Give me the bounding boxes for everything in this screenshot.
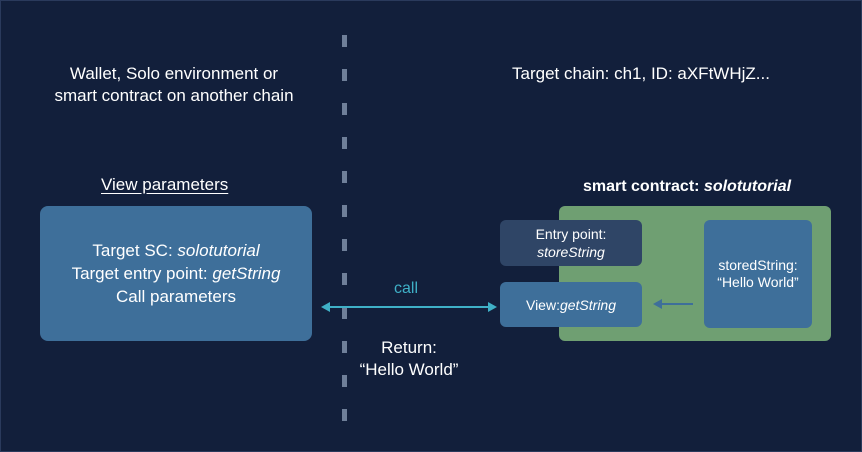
view-parameters-box: Target SC: solotutorial Target entry poi… xyxy=(40,206,312,341)
return-label: Return: “Hello World” xyxy=(341,337,477,381)
stored-string-value: “Hello World” xyxy=(717,274,799,290)
target-sc-value: solotutorial xyxy=(177,241,260,260)
target-sc-label: Target SC: xyxy=(92,241,178,260)
target-sc-line: Target SC: solotutorial xyxy=(92,239,259,262)
view-label: View: xyxy=(525,296,560,313)
target-entry-point-line: Target entry point: getString xyxy=(72,262,281,285)
caller-heading-line-2: smart contract on another chain xyxy=(54,86,294,105)
stored-string-label: storedString: xyxy=(718,257,798,273)
dashed-divider xyxy=(342,35,347,427)
view-value: getString xyxy=(559,296,617,313)
view-parameters-title: View parameters xyxy=(101,175,229,194)
call-label: call xyxy=(393,280,418,297)
entry-point-value: storeString xyxy=(537,244,605,260)
state-read-arrow xyxy=(653,299,693,309)
view-function-box: View: getString xyxy=(500,282,642,327)
smart-contract-title: smart contract: solotutorial xyxy=(583,178,791,196)
target-entry-point-label: Target entry point: xyxy=(71,264,213,283)
return-value: “Hello World” xyxy=(359,360,459,379)
stored-string-box: storedString: “Hello World” xyxy=(704,220,812,328)
return-label-line-1: Return: xyxy=(381,338,437,357)
caller-heading: Wallet, Solo environment or smart contra… xyxy=(21,63,327,107)
target-chain-heading: Target chain: ch1, ID: aXFtWHjZ... xyxy=(512,64,770,83)
smart-contract-title-value: solotutorial xyxy=(703,178,792,195)
call-parameters-line: Call parameters xyxy=(116,287,236,306)
entry-point-label: Entry point: xyxy=(535,226,607,242)
call-return-arrow xyxy=(321,302,497,312)
caller-heading-line-1: Wallet, Solo environment or xyxy=(69,64,279,83)
target-entry-point-value: getString xyxy=(212,264,281,283)
smart-contract-title-label: smart contract: xyxy=(583,178,704,195)
entry-point-box: Entry point: storeString xyxy=(500,220,642,266)
